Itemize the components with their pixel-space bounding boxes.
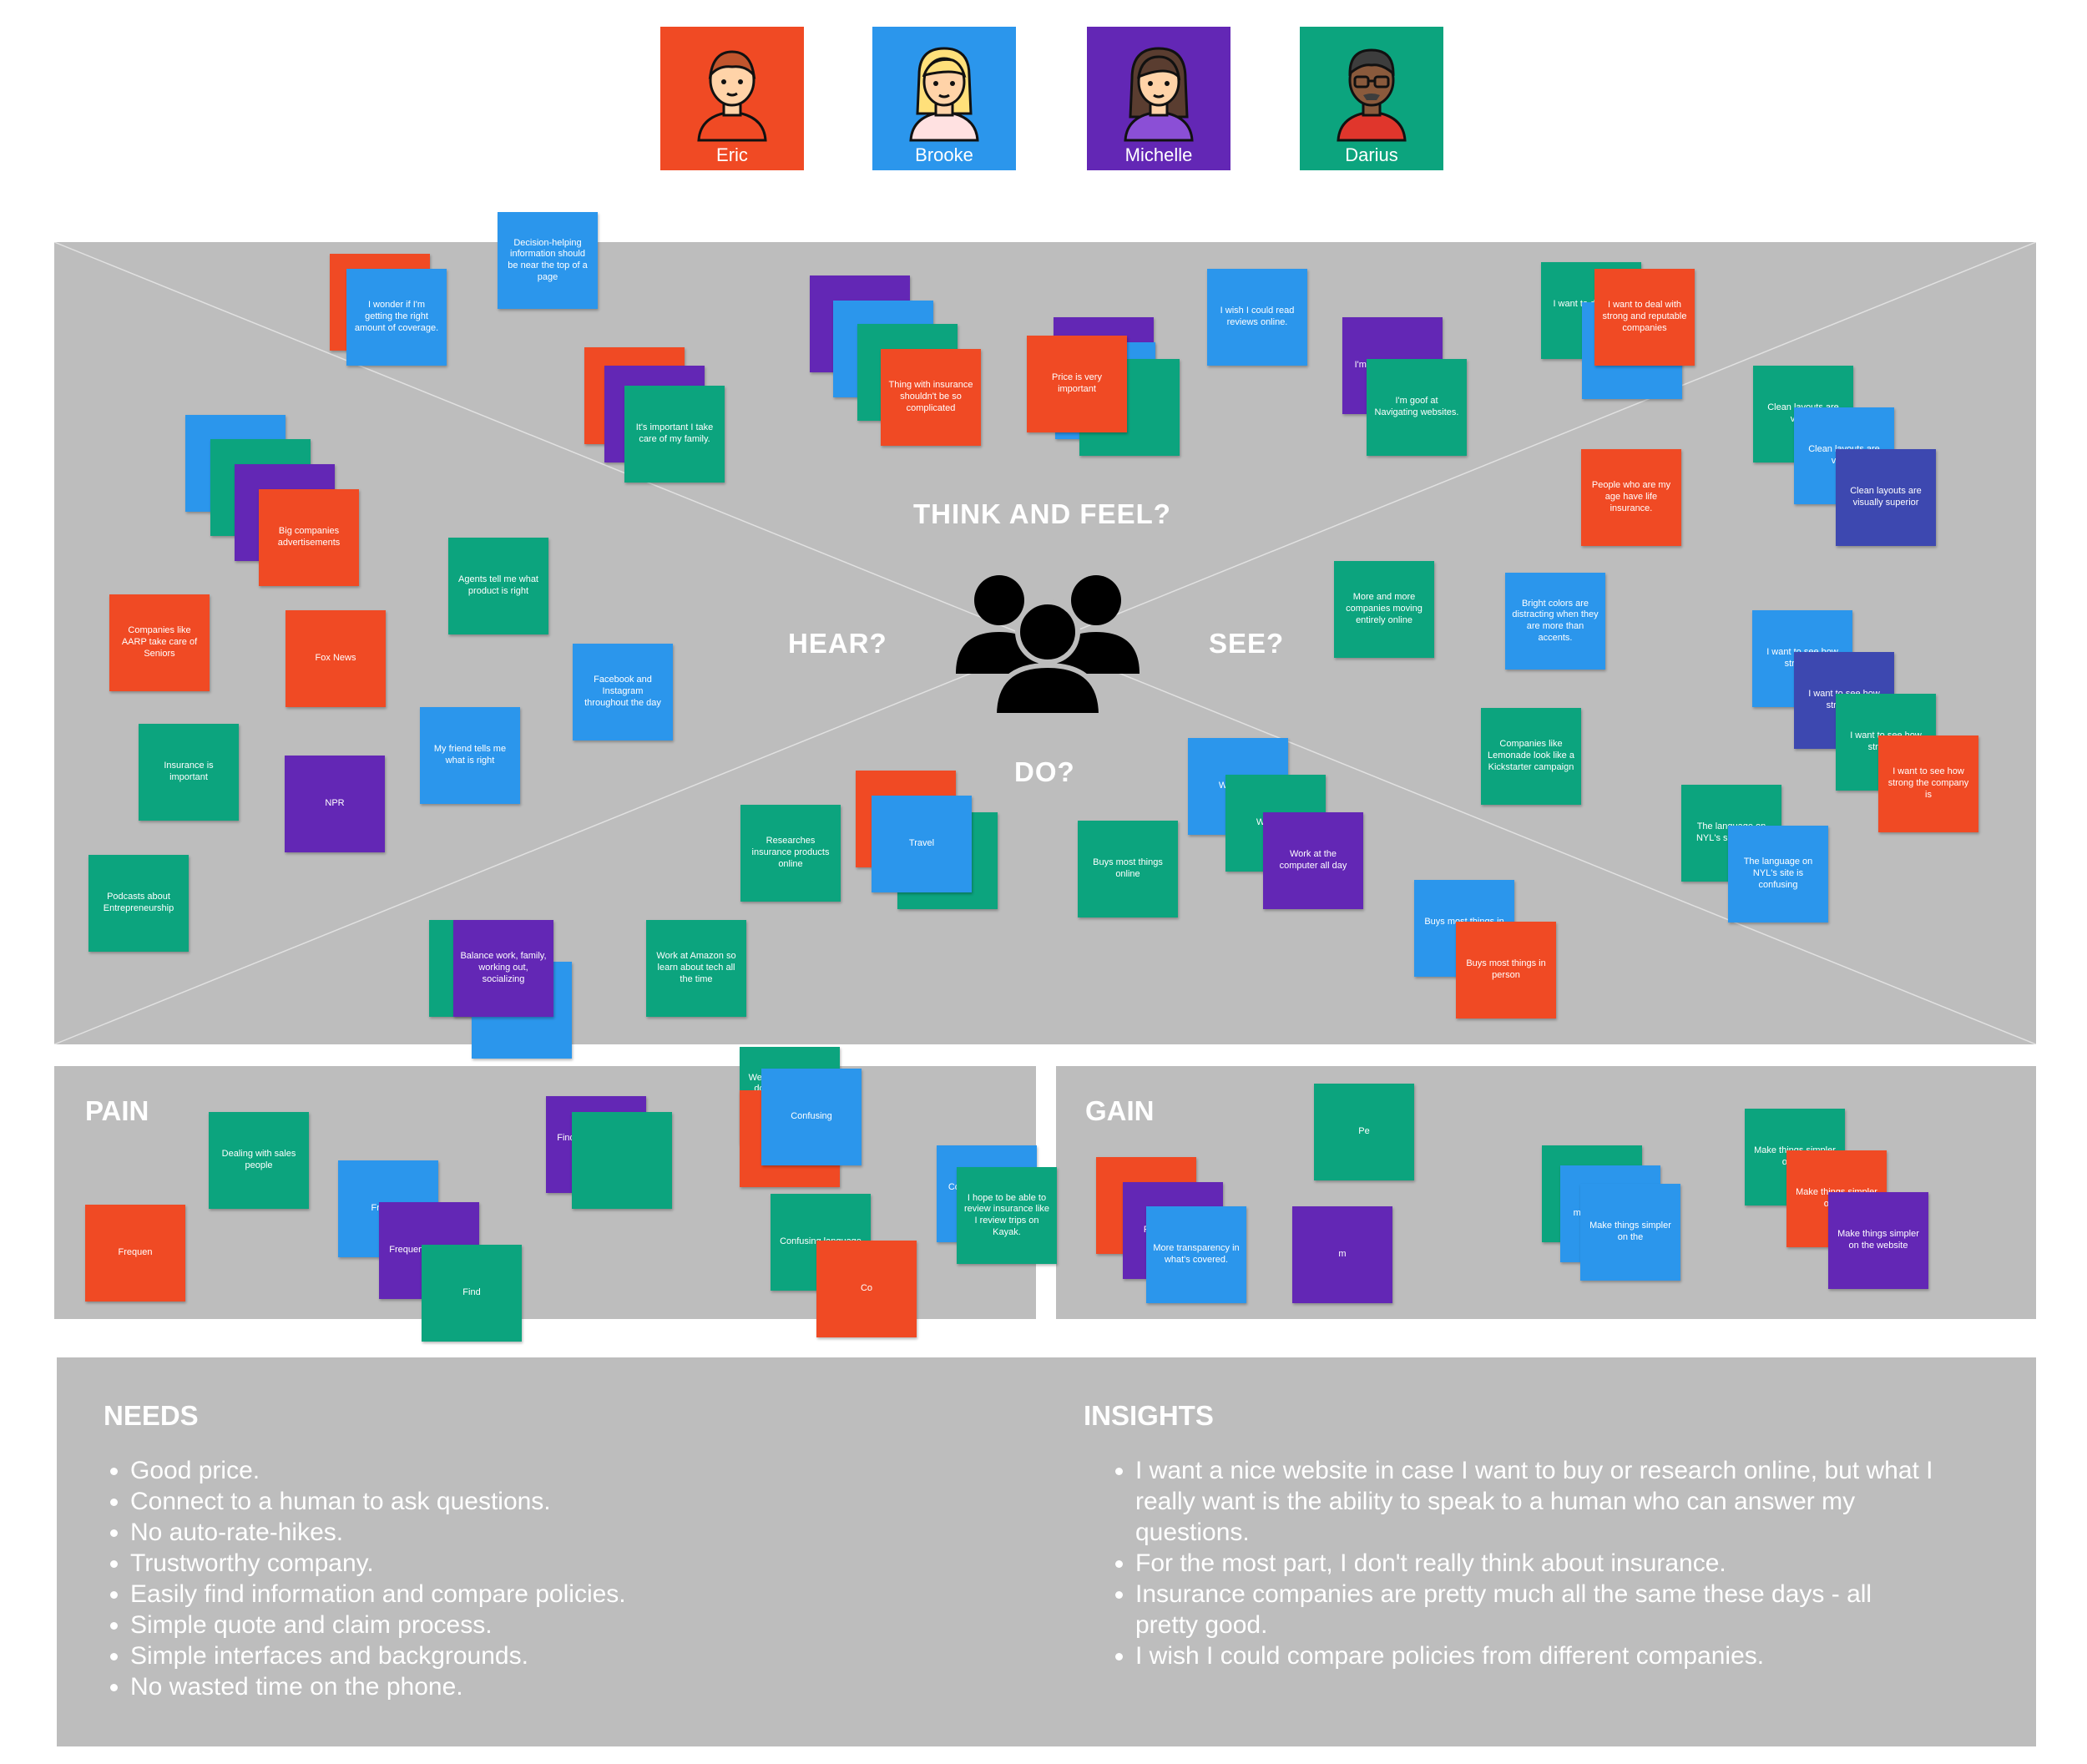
persona-card-brooke: Brooke — [872, 27, 1016, 170]
sticky-note[interactable]: Companies like AARP take care of Seniors — [109, 594, 210, 691]
brunette-woman-avatar-icon — [1124, 47, 1194, 142]
sticky-note[interactable]: I wish I could read reviews online. — [1207, 269, 1307, 366]
persona-name: Darius — [1345, 144, 1398, 165]
needs-item: Simple quote and claim process. — [130, 1610, 1049, 1640]
sticky-note[interactable]: Work at the computer all day — [1263, 812, 1363, 909]
pain-label: PAIN — [85, 1095, 149, 1126]
sticky-note[interactable]: NPR — [285, 756, 385, 852]
sticky-note[interactable]: I hope to be able to review insurance li… — [957, 1167, 1057, 1264]
sticky-note[interactable]: Frequen — [85, 1205, 185, 1302]
sticky-note[interactable]: Make things simpler on the website — [1828, 1192, 1928, 1289]
male-avatar-icon — [697, 50, 767, 142]
sticky-note[interactable] — [572, 1112, 672, 1209]
sticky-note[interactable]: Companies like Lemonade look like a Kick… — [1481, 708, 1581, 805]
sticky-note[interactable]: I want to deal with strong and reputable… — [1594, 269, 1695, 366]
sticky-note[interactable]: More and more companies moving entirely … — [1334, 561, 1434, 658]
sticky-note[interactable]: Price is very important — [1027, 336, 1127, 432]
sticky-note[interactable]: Buys most things online — [1078, 821, 1178, 917]
needs-item: Connect to a human to ask questions. — [130, 1486, 1049, 1517]
hear-label: HEAR? — [788, 628, 887, 659]
sticky-note[interactable]: Clean layouts are visually superior — [1836, 449, 1936, 546]
needs-list: Good price.Connect to a human to ask que… — [104, 1455, 1049, 1702]
gain-label: GAIN — [1085, 1095, 1155, 1126]
sticky-note[interactable]: My friend tells me what is right — [420, 707, 520, 804]
sticky-note[interactable]: I'm goof at Navigating websites. — [1367, 359, 1467, 456]
think-and-feel-label: THINK AND FEEL? — [913, 498, 1171, 529]
do-label: DO? — [1014, 756, 1075, 787]
needs-item: No wasted time on the phone. — [130, 1671, 1049, 1702]
sticky-note[interactable]: Decision-helping information should be n… — [498, 212, 598, 309]
insights-item: I want a nice website in case I want to … — [1135, 1455, 1937, 1548]
insights-title: INSIGHTS — [1084, 1400, 1214, 1431]
blonde-woman-avatar-icon — [909, 47, 979, 142]
group-users-icon — [956, 575, 1140, 715]
sticky-note[interactable]: Travel — [872, 796, 972, 892]
needs-insights-panel — [57, 1357, 2036, 1746]
insights-item: Insurance companies are pretty much all … — [1135, 1579, 1937, 1640]
insights-list: I want a nice website in case I want to … — [1109, 1455, 1937, 1671]
sticky-note[interactable]: Dealing with sales people — [209, 1112, 309, 1209]
sticky-note[interactable]: Confusing — [761, 1069, 862, 1165]
sticky-note[interactable]: Buys most things in person — [1456, 922, 1556, 1018]
sticky-note[interactable]: Find — [422, 1245, 522, 1342]
needs-item: Easily find information and compare poli… — [130, 1579, 1049, 1610]
insights-item: For the most part, I don't really think … — [1135, 1548, 1937, 1579]
sticky-note[interactable]: Balance work, family, working out, socia… — [453, 920, 553, 1017]
sticky-note[interactable]: Fox News — [286, 610, 386, 707]
sticky-note[interactable]: Pe — [1314, 1084, 1414, 1180]
persona-name: Brooke — [915, 144, 973, 165]
sticky-note[interactable]: Insurance is important — [139, 724, 239, 821]
sticky-note[interactable]: It's important I take care of my family. — [624, 386, 725, 483]
persona-card-darius: Darius — [1300, 27, 1443, 170]
sticky-note[interactable]: Podcasts about Entrepreneurship — [88, 855, 189, 952]
needs-title: NEEDS — [104, 1400, 199, 1431]
sticky-note[interactable]: I want to see how strong the company is — [1878, 735, 1978, 832]
sticky-note[interactable]: Thing with insurance shouldn't be so com… — [881, 349, 981, 446]
persona-name: Eric — [716, 144, 748, 165]
sticky-note[interactable]: Co — [816, 1241, 917, 1337]
sticky-note[interactable]: m — [1292, 1206, 1392, 1303]
sticky-note[interactable]: Make things simpler on the — [1580, 1184, 1680, 1281]
see-label: SEE? — [1209, 628, 1285, 659]
needs-item: Good price. — [130, 1455, 1049, 1486]
persona-name: Michelle — [1124, 144, 1193, 165]
insights-item: I wish I could compare policies from dif… — [1135, 1640, 1937, 1671]
needs-item: Simple interfaces and backgrounds. — [130, 1640, 1049, 1671]
sticky-note[interactable]: I wonder if I'm getting the right amount… — [346, 269, 447, 366]
sticky-note[interactable]: Facebook and Instagram throughout the da… — [573, 644, 673, 740]
persona-card-eric: Eric — [660, 27, 804, 170]
sticky-note[interactable]: Researches insurance products online — [740, 805, 841, 902]
sticky-note[interactable]: Agents tell me what product is right — [448, 538, 548, 634]
sticky-note[interactable]: Big companies advertisements — [259, 489, 359, 586]
needs-item: Trustworthy company. — [130, 1548, 1049, 1579]
needs-item: No auto-rate-hikes. — [130, 1517, 1049, 1548]
persona-card-michelle: Michelle — [1087, 27, 1230, 170]
sticky-note[interactable]: More transparency in what's covered. — [1146, 1206, 1246, 1303]
man-with-glasses-avatar-icon — [1337, 48, 1407, 142]
sticky-note[interactable]: Work at Amazon so learn about tech all t… — [646, 920, 746, 1017]
sticky-note[interactable]: Bright colors are distracting when they … — [1505, 573, 1605, 670]
sticky-note[interactable]: The language on NYL's site is confusing — [1728, 826, 1828, 922]
sticky-note[interactable]: People who are my age have life insuranc… — [1581, 449, 1681, 546]
